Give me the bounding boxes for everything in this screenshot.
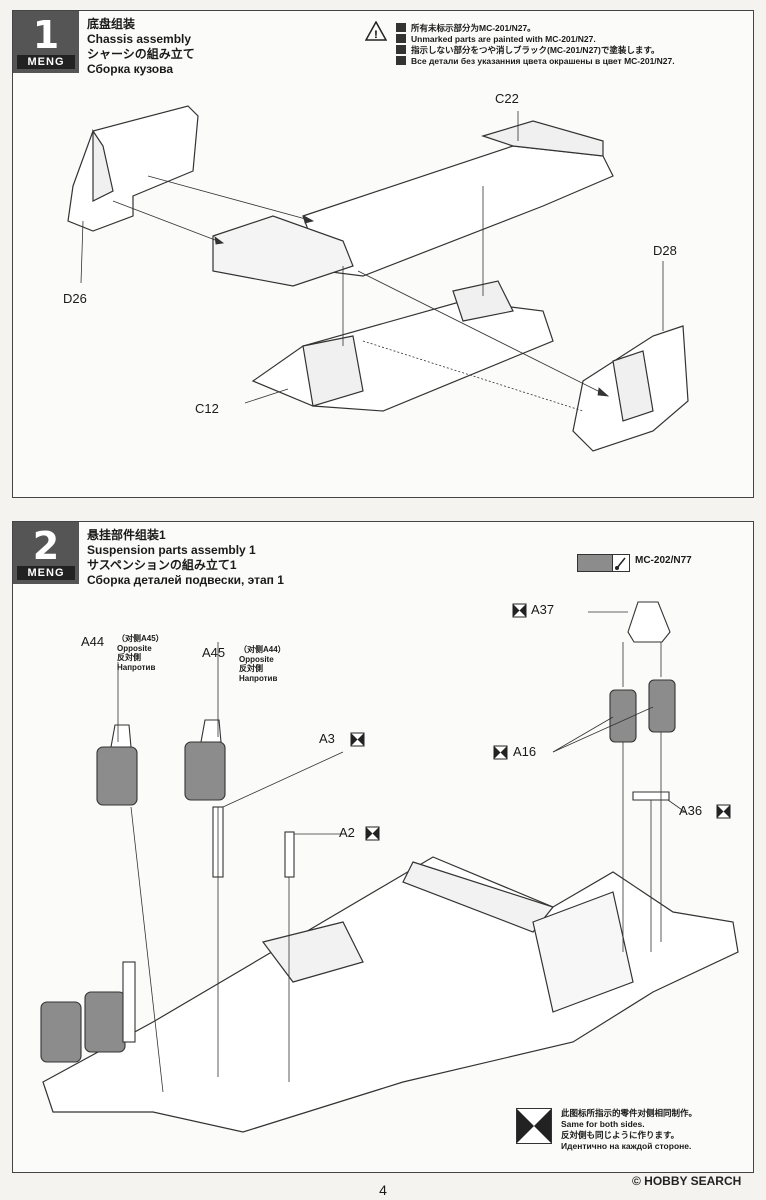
title-jp: シャーシの組み立て: [87, 47, 195, 61]
page-number: 4: [379, 1182, 387, 1198]
title-ru: Сборка деталей подвески, этап 1: [87, 573, 284, 587]
label-a44: A44: [81, 634, 105, 649]
note-jp: 指示しない部分をつや消しブラック(MC-201/N27)で塗装します。: [411, 45, 660, 55]
step-number: 1: [32, 13, 60, 57]
note-cn: 所有未标示部分为MC-201/N27。: [411, 23, 536, 33]
watermark: © HOBBY SEARCH: [632, 1174, 742, 1188]
both-sides-icon: [350, 732, 365, 747]
paint-note: 所有未标示部分为MC-201/N27。 Unmarked parts are p…: [411, 23, 675, 67]
paint-code: MC-202/N77: [635, 555, 692, 566]
a44-opposite: （对侧A45） Opposite 反対側 Напротив: [117, 634, 164, 672]
label-c12: C12: [195, 401, 219, 416]
label-a37: A37: [531, 602, 555, 617]
label-c22: C22: [495, 91, 519, 106]
both-sides-icon: [512, 603, 527, 618]
step-2-panel: 2 MENG 悬挂部件组装1 Suspension parts assembly…: [12, 521, 754, 1173]
title-en: Suspension parts assembly 1: [87, 543, 256, 557]
title-cn: 悬挂部件组装1: [87, 528, 166, 542]
step-1-titles: 底盘组装 Chassis assembly シャーシの組み立て Сборка к…: [87, 17, 195, 77]
step-number: 2: [32, 524, 60, 568]
both-sides-icon: [716, 804, 731, 819]
part-d26: [67, 105, 199, 232]
step-2-badge: 2 MENG: [13, 522, 79, 584]
label-d28: D28: [653, 243, 677, 258]
label-a3: A3: [319, 731, 335, 746]
language-flags-icon: [396, 23, 406, 65]
both-sides-legend-icon: [516, 1108, 552, 1144]
both-sides-legend: 此图标所指示的零件对侧相同制作。 Same for both sides. 反対…: [561, 1108, 698, 1151]
label-a45: A45: [202, 645, 226, 660]
step-1-badge: 1 MENG: [13, 11, 79, 73]
meng-logo: MENG: [17, 55, 75, 69]
suspension-assembly-drawing: [40, 601, 739, 1133]
label-a36: A36: [679, 803, 703, 818]
label-a2: A2: [339, 825, 355, 840]
note-ru: Все детали без указанния цвета окрашены …: [411, 56, 675, 66]
chassis-body: [42, 856, 739, 1133]
title-ru: Сборка кузова: [87, 62, 174, 76]
step-1-panel: 1 MENG 底盘组装 Chassis assembly シャーシの組み立て С…: [12, 10, 754, 498]
title-cn: 底盘组装: [87, 17, 136, 31]
note-en: Unmarked parts are painted with MC-201/N…: [411, 34, 596, 44]
step-2-titles: 悬挂部件组装1 Suspension parts assembly 1 サスペン…: [87, 528, 284, 588]
svg-text:!: !: [374, 29, 378, 41]
chassis-assembly-drawing: [67, 105, 689, 452]
label-d26: D26: [63, 291, 87, 306]
both-sides-icon: [365, 826, 380, 841]
meng-logo: MENG: [17, 566, 75, 580]
part-c12: [251, 300, 554, 412]
title-jp: サスペンションの組み立て1: [87, 558, 237, 572]
brush-icon: [612, 554, 630, 572]
both-sides-icon: [493, 745, 508, 760]
warning-triangle-icon: !: [365, 21, 387, 41]
label-a16: A16: [513, 744, 537, 759]
a45-opposite: （对侧A44） Opposite 反対側 Напротив: [239, 645, 286, 683]
title-en: Chassis assembly: [87, 32, 192, 46]
